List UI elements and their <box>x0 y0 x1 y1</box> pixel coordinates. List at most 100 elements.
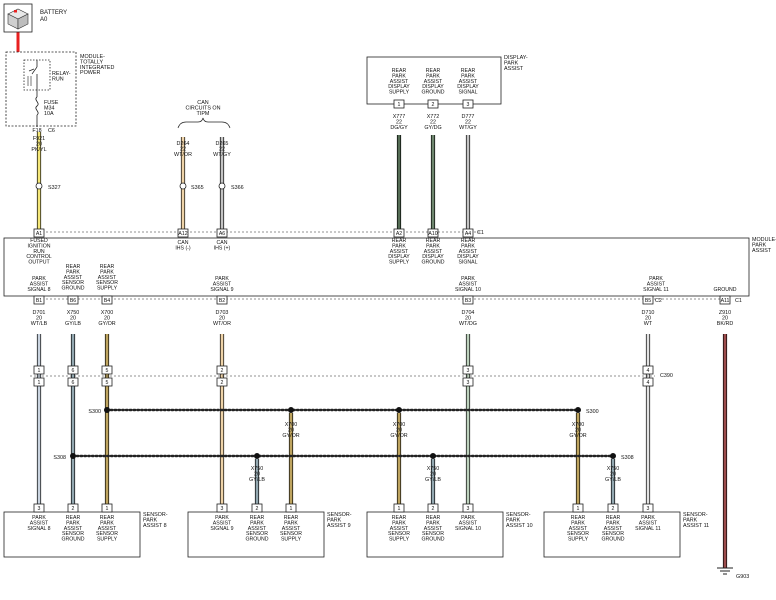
label-sensor-supply: ASSIST <box>98 275 117 281</box>
label-fused-ignition: OUTPUT <box>28 260 50 266</box>
splice-s308-node-1 <box>254 453 260 459</box>
sensor-11-pin-label: SENSOR <box>567 531 589 537</box>
sensor-8-pin-3 <box>33 503 45 513</box>
sensor-10-pin-1-label: 1 <box>398 506 401 512</box>
tipm-label: TOTALLY <box>80 59 103 65</box>
sensor-8-pin-label: SENSOR <box>96 531 118 537</box>
sensor-8-pin-label: SENSOR <box>62 531 84 537</box>
wire-d703-label: 20 <box>219 315 225 321</box>
wire-x750-branch-10-label: 20 <box>430 471 436 477</box>
label-fused-ignition: FUSED <box>30 238 48 244</box>
label-display-ground: GROUND <box>421 260 444 266</box>
sensor-11-pin-label: PARK <box>641 515 655 521</box>
sensor-8-pin-label: REAR <box>66 515 81 521</box>
label-sensor-supply: PARK <box>100 269 114 275</box>
wire-d703-label: D703 <box>216 310 229 316</box>
splice-s365-label: S365 <box>191 185 204 191</box>
sensor-9-pin-label: PARK <box>250 520 264 526</box>
sensor-name-10: ASSIST 10 <box>506 523 533 529</box>
sensor-8-pin-1-label: 1 <box>106 506 109 512</box>
display-pin-label: REAR <box>392 68 407 74</box>
splice-s365 <box>179 182 187 190</box>
sensor-11-pin-label: PARK <box>571 520 585 526</box>
c390-pin-3-label: 3 <box>467 368 470 374</box>
relay-label: RUN <box>52 76 64 82</box>
sensor-9-pin-label: SENSOR <box>280 531 302 537</box>
sensor-name-8: SENSOR- <box>143 512 168 518</box>
sensor-name-10: SENSOR- <box>506 512 531 518</box>
wire-d777-label: 22 <box>465 119 471 125</box>
wire-x777-label: 22 <box>396 119 402 125</box>
sensor-10-pin-label: PARK <box>392 520 406 526</box>
wire-x700-label: 20 <box>104 315 110 321</box>
display-module-name: DISPLAY- <box>504 55 528 61</box>
module-pin-B4 <box>101 295 113 305</box>
display-pin-3 <box>462 99 474 109</box>
sensor-9-pin-label: REAR <box>250 515 265 521</box>
label-signal-8: SIGNAL 8 <box>27 287 50 293</box>
module-pin-B6-label: B6 <box>70 298 76 304</box>
tipm-label: POWER <box>80 70 100 76</box>
sensor-name-11: SENSOR- <box>683 512 708 518</box>
splice-s366 <box>218 182 226 190</box>
sensor-11-pin-label: SIGNAL 11 <box>635 526 661 532</box>
sensor-name-10: PARK <box>506 517 521 523</box>
label-sensor-supply: SENSOR <box>96 280 118 286</box>
tipm-frame <box>5 51 77 127</box>
sensor-8-pin-2-label: 2 <box>72 506 75 512</box>
wire-d265-label: D265 <box>216 141 229 147</box>
wire-d704-label: WT/DG <box>459 321 477 327</box>
sensor-8-pin-label: GROUND <box>61 537 84 543</box>
wire-x772-label: X772 <box>427 114 440 120</box>
c390-pin-5-mate-label: 5 <box>106 380 109 386</box>
module-pin-A4 <box>462 228 474 238</box>
wire-z910-label: 20 <box>722 315 728 321</box>
label-sensor-supply: REAR <box>100 264 115 270</box>
display-pin-label: PARK <box>426 73 440 79</box>
sensor-11-pin-2-label: 2 <box>612 506 615 512</box>
c1-label: C1 <box>477 230 484 236</box>
wire-x700-branch-10-label: GY/OR <box>390 433 407 439</box>
label-display-ground: DISPLAY <box>422 254 444 260</box>
sensor-11-pin-3 <box>642 503 654 513</box>
wire-x750-branch-9-label: X750 <box>251 466 264 472</box>
display-pin-1 <box>393 99 405 109</box>
wire-x700-label: GY/OR <box>98 321 115 327</box>
c390-pin-1-mate <box>33 377 45 387</box>
sensor-10-pin-label: GROUND <box>421 537 444 543</box>
splice-s300-node-3 <box>575 407 581 413</box>
can-title: CAN <box>197 100 208 106</box>
sensor-10-pin-label: ASSIST <box>424 526 443 532</box>
sensor-11-pin-label: GROUND <box>601 537 624 543</box>
battery-label: BATTERY <box>40 10 67 16</box>
can-title: CIRCUITS ON <box>185 105 220 111</box>
label-can-minus: IHS (-) <box>175 245 191 251</box>
label-signal-11: PARK <box>649 276 663 282</box>
wire-x750-branch-11-label: X750 <box>607 466 620 472</box>
fuse-label: M34 <box>44 105 55 111</box>
display-pin-label: PARK <box>392 73 406 79</box>
label-display-signal: REAR <box>461 238 476 244</box>
c390-pin-1-mate-label: 1 <box>38 380 41 386</box>
wire-x700-branch-9-label: X700 <box>285 422 298 428</box>
frames-layer <box>3 3 750 575</box>
wires-layer <box>16 29 728 568</box>
c390-pin-2-label: 2 <box>221 368 224 374</box>
label-signal-11: ASSIST <box>647 281 666 287</box>
label-display-signal: PARK <box>461 243 475 249</box>
module-pin-A11 <box>719 295 731 305</box>
splice-s308-node-0 <box>70 453 76 459</box>
label-signal-10: SIGNAL 10 <box>455 287 481 293</box>
sensor-name-9: SENSOR- <box>327 512 352 518</box>
sensor-name-8: PARK <box>143 517 158 523</box>
c1-right-label: C1 <box>735 298 742 304</box>
sensor-10-pin-3 <box>462 503 474 513</box>
splice-s300-node-0 <box>104 407 110 413</box>
module-pin-A10 <box>427 228 439 238</box>
wire-d701-label: D701 <box>33 310 46 316</box>
label-sensor-ground: REAR <box>66 264 81 270</box>
display-module-name: PARK <box>504 60 519 66</box>
c390-pin-4-mate <box>642 377 654 387</box>
sensor-8-pin-label: PARK <box>100 520 114 526</box>
wire-x700-branch-10-label: X700 <box>393 422 406 428</box>
